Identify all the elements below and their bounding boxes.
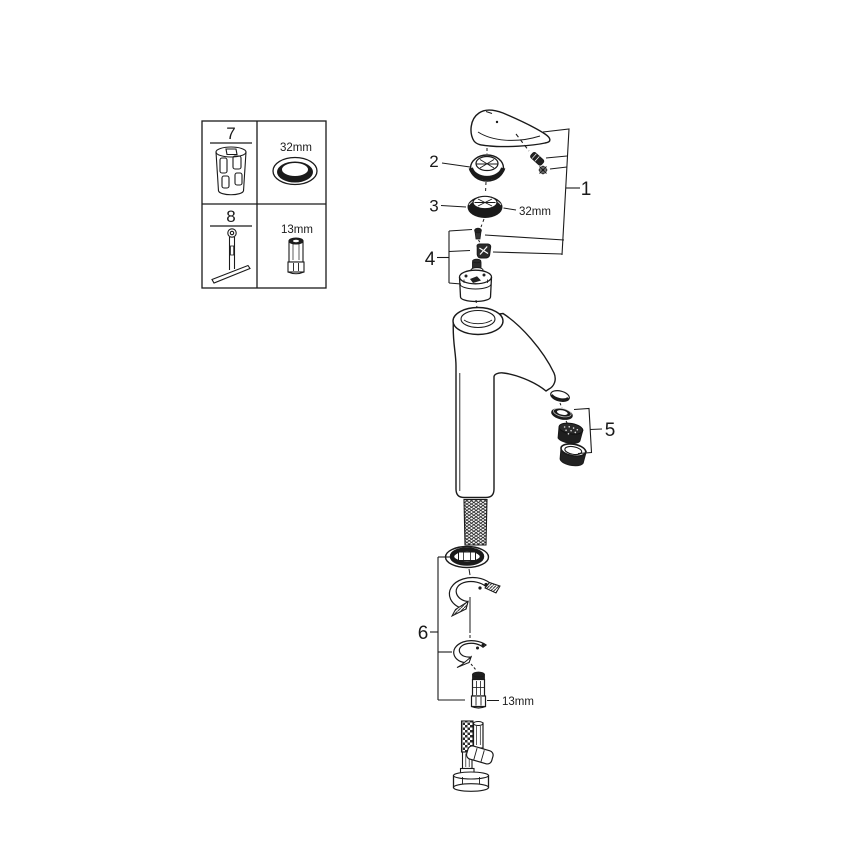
callout-5-label: 5 (605, 420, 616, 441)
threaded-shank (463, 498, 488, 546)
aerator-housing (559, 443, 587, 467)
table-cell-tool-7: 7 (210, 124, 252, 196)
table-cell-tool-8: 8 (210, 207, 252, 284)
supply-hose (452, 720, 494, 792)
cartridge-screw (474, 227, 482, 240)
screw-plug (538, 165, 548, 175)
cartridge-socket-tool-drawing (215, 146, 247, 196)
escutcheon-size-annotation: 32mm (503, 206, 551, 218)
table-cell-13mm: 13mm (281, 224, 313, 275)
stud-size-annotation: 13mm (487, 696, 534, 708)
aerator-washer (551, 407, 573, 420)
ring-seal-32mm-drawing (272, 156, 318, 186)
faucet-body (452, 306, 570, 499)
callout-2-label: 2 (429, 152, 438, 171)
mounting-crescent-washer (453, 640, 488, 668)
tool-7-number: 7 (226, 124, 235, 143)
mounting-horseshoe (448, 576, 501, 618)
base-gasket (444, 545, 490, 569)
callout-2: 2 (429, 152, 471, 171)
aerator-mousseur (557, 422, 584, 444)
spout-outlet (550, 390, 570, 402)
table-size-13mm: 13mm (281, 224, 313, 236)
escutcheon-ring (467, 195, 503, 218)
callout-5: 5 (573, 407, 616, 455)
stud-size-label: 13mm (502, 696, 534, 708)
callout-3-label: 3 (429, 197, 438, 216)
callout-6: 6 (418, 556, 465, 701)
callout-1: 1 (484, 128, 592, 256)
mounting-stud (470, 671, 487, 709)
escutcheon-size-label: 32mm (519, 206, 551, 218)
lever-handle (470, 109, 551, 148)
hose-end-nut (452, 771, 490, 792)
cartridge-dome-nut (476, 243, 492, 259)
cartridge (458, 258, 493, 303)
callout-6-label: 6 (418, 623, 429, 644)
table-size-32mm: 32mm (280, 142, 312, 154)
handle-set-screw (515, 133, 548, 175)
mounting-wrench-tool-drawing (211, 228, 251, 284)
callout-1-label: 1 (581, 179, 592, 200)
callout-4: 4 (425, 228, 473, 285)
hose-elbow-nut (465, 745, 494, 765)
tool-8-number: 8 (226, 207, 235, 226)
adapter-13mm-drawing (287, 237, 305, 275)
callout-3: 3 (429, 197, 467, 216)
tools-table: 7 32mm 8 (201, 120, 327, 289)
cap-ring (468, 154, 506, 182)
callout-4-label: 4 (425, 249, 436, 270)
table-cell-32mm: 32mm (272, 142, 318, 186)
